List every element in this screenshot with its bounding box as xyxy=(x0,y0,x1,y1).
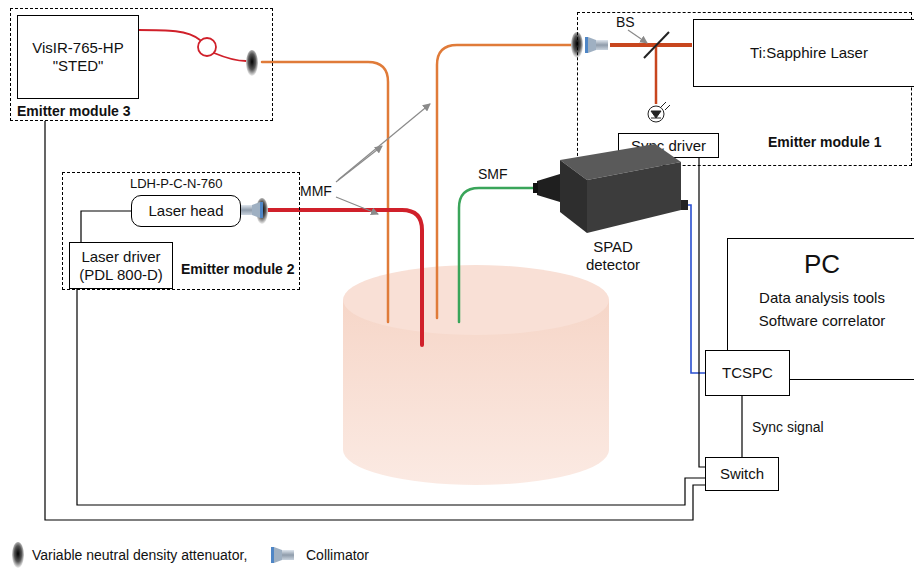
pointer-arrows xyxy=(336,104,430,214)
photodiode-symbol xyxy=(648,102,670,122)
part-label: MMF xyxy=(300,183,332,199)
box-label: Switch xyxy=(720,465,764,483)
switch-box: Switch xyxy=(705,457,779,491)
laser-head-box: Laser head xyxy=(131,195,241,227)
attenuators xyxy=(12,32,583,568)
laser-box: Ti:Sapphire Laser xyxy=(693,19,914,87)
photodiode-symbol-part xyxy=(651,118,661,119)
part-label: SMF xyxy=(478,166,508,182)
box-label: PC xyxy=(804,249,840,279)
spad-body xyxy=(560,160,587,233)
spad-body xyxy=(587,162,681,233)
part-label: BS xyxy=(616,14,635,30)
phantom-cylinder xyxy=(343,265,609,485)
box-label: Data analysis tools xyxy=(759,289,885,307)
collimators-part xyxy=(240,202,263,218)
sync-wire xyxy=(45,121,705,520)
box-label: Laser driver xyxy=(81,248,160,266)
spad-body xyxy=(533,183,538,193)
module-title: Emitter module 2 xyxy=(181,261,295,277)
module-title: Emitter module 3 xyxy=(17,103,131,119)
spad-illustration xyxy=(515,138,688,238)
attenuators-part xyxy=(12,542,24,568)
phantom-cylinder-part xyxy=(343,265,609,335)
sync-wire xyxy=(699,158,705,467)
collimators-part xyxy=(585,37,608,53)
laser-beam xyxy=(610,30,692,104)
box-label: Laser head xyxy=(148,202,223,220)
sync-wire xyxy=(741,396,742,457)
detector: SPAD detector xyxy=(515,138,688,278)
laser-beam-part xyxy=(644,32,669,58)
module-frame: Emitter module 1Ti:Sapphire LaserSync dr… xyxy=(577,12,912,166)
laser-beam-part xyxy=(628,30,647,43)
signal-cable xyxy=(688,205,705,373)
pointer-arrows-part xyxy=(338,104,430,180)
collimators xyxy=(240,37,608,563)
module-title: Emitter module 1 xyxy=(768,134,882,150)
optical-fibers-part xyxy=(214,53,246,61)
optical-fibers-part xyxy=(459,188,535,322)
laser-beam-part xyxy=(655,45,658,104)
legend-text: Variable neutral density attenuator, xyxy=(32,547,247,563)
module-frame: Emitter module 3 VisIR-765-HP"STED" xyxy=(10,8,273,121)
optical-fibers-part xyxy=(268,210,422,345)
part-label: LDH-P-C-N-760 xyxy=(130,176,222,192)
optical-fibers-part xyxy=(437,45,574,318)
optical-fibers-part xyxy=(138,30,200,40)
box-label: Software correlator xyxy=(759,312,886,330)
box-label: Ti:Sapphire Laser xyxy=(750,44,868,62)
spad-body xyxy=(681,200,688,210)
photodiode-symbol-part xyxy=(651,111,661,118)
driver-box: Laser driver(PDL 800-D) xyxy=(69,242,173,289)
sync-wire xyxy=(77,289,705,505)
box-label: TCSPC xyxy=(722,364,773,382)
pointer-arrows-part xyxy=(336,197,378,214)
box-label: "STED" xyxy=(53,57,104,75)
photodiode-symbol-part xyxy=(661,102,666,107)
collimators-part xyxy=(271,547,294,563)
detector-label: SPAD detector xyxy=(573,238,653,274)
photodiode-symbol-part xyxy=(648,106,664,122)
edge-label: Sync signal xyxy=(750,419,826,435)
laser-beam-part xyxy=(610,43,692,47)
box-label: VisIR-765-HP xyxy=(32,39,123,57)
box-label: (PDL 800-D) xyxy=(79,266,163,284)
laser-box: VisIR-765-HP"STED" xyxy=(17,15,139,99)
spad-body xyxy=(537,174,560,202)
tcspc-box: TCSPC xyxy=(705,350,790,396)
optical-fibers-part xyxy=(262,62,388,322)
legend-text: Collimator xyxy=(306,547,369,563)
sync-wire xyxy=(81,211,131,242)
attenuators-part xyxy=(246,50,258,76)
photodiode-symbol-part xyxy=(665,105,670,110)
